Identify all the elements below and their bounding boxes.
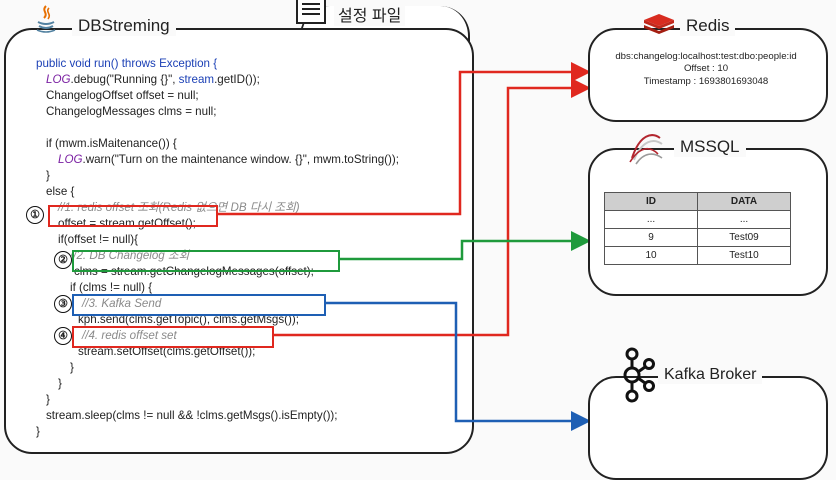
marker-3: ③ (54, 295, 72, 313)
redis-timestamp: Timestamp : 1693801693048 (643, 76, 769, 87)
mssql-title: MSSQL (674, 137, 746, 157)
redis-box (588, 28, 828, 122)
table-cell: 10 (604, 246, 698, 265)
mssql-icon (626, 128, 666, 168)
code-block: public void run() throws Exception { LOG… (36, 56, 399, 445)
code-line-5: if (mwm.isMaitenance()) { (46, 137, 177, 150)
code-line-4: ChangelogMessages clms = null; (46, 105, 217, 118)
code-line-3: ChangelogOffset offset = null; (46, 89, 199, 102)
code-line-14: if (clms != null) { (70, 281, 153, 294)
arrow-kafka-send (324, 301, 591, 431)
code-line-19: } (70, 361, 74, 374)
table-row: 9 Test09 (604, 228, 791, 247)
code-line-1: public void run() throws Exception { (36, 57, 218, 70)
code-line-16: kph.send(clms.getTopic(), clms.getMsgs()… (78, 313, 299, 326)
marker-2: ② (54, 251, 72, 269)
code-line-18: stream.setOffset(clms.getOffset()); (78, 345, 256, 358)
arrow-get-changelog (338, 231, 591, 261)
mssql-table: ID DATA ... ... 9 Test09 10 Test10 (604, 192, 791, 265)
kafka-title: Kafka Broker (658, 366, 763, 384)
highlight-set-offset (72, 326, 274, 348)
code-line-8: else { (46, 185, 75, 198)
code-line-15: //3. Kafka Send (82, 297, 162, 310)
code-line-2a: LOG (46, 73, 71, 86)
code-line-7: } (46, 169, 50, 182)
table-row: ... ... (604, 210, 791, 229)
column-header-data: DATA (697, 192, 791, 211)
app-title: DBStreming (72, 16, 176, 36)
code-line-22: stream.sleep(clms != null && !clms.getMs… (46, 409, 338, 422)
column-header-id: ID (604, 192, 698, 211)
kafka-icon (620, 346, 656, 404)
app-window (4, 28, 474, 454)
arrow-get-offset (216, 62, 591, 216)
code-line-2d: .getID()); (214, 73, 260, 86)
table-cell: Test09 (697, 228, 791, 247)
redis-icon (642, 12, 676, 38)
arrow-set-offset (272, 78, 591, 337)
code-line-2b: .debug("Running {}", (70, 73, 179, 86)
table-row: 10 Test10 (604, 246, 791, 265)
code-line-23: } (36, 425, 40, 438)
redis-title: Redis (680, 16, 736, 36)
code-line-20: } (58, 377, 62, 390)
code-line-6a: LOG (58, 153, 83, 166)
code-line-2c: stream (178, 73, 215, 86)
table-header-row: ID DATA (604, 192, 791, 211)
highlight-get-offset (48, 205, 218, 227)
table-cell: Test10 (697, 246, 791, 265)
highlight-get-changelog (72, 250, 340, 272)
highlight-kafka-send (72, 294, 326, 316)
code-line-17: //4. redis offset set (82, 329, 177, 342)
java-icon (34, 4, 58, 34)
code-line-6b: .warn("Turn on the maintenance window. {… (82, 153, 399, 166)
code-line-21: } (46, 393, 50, 406)
marker-4: ④ (54, 327, 72, 345)
table-cell: ... (604, 210, 698, 229)
document-icon (296, 0, 326, 24)
redis-offset: Offset : 10 (683, 63, 729, 74)
code-line-12: //2. DB Changelog 조회 (70, 249, 190, 262)
marker-1: ① (26, 206, 44, 224)
table-cell: ... (697, 210, 791, 229)
table-cell: 9 (604, 228, 698, 247)
settings-file-label: 설정 파일 (334, 2, 406, 26)
flow-arrows (216, 62, 591, 431)
redis-key: dbs:changelog:localhost:test:dbo:people:… (615, 51, 797, 62)
code-line-11: if(offset != null){ (58, 233, 139, 246)
code-line-9: //1. redis offset 조회(Redis 없으면 DB 다시 조회) (58, 201, 300, 214)
